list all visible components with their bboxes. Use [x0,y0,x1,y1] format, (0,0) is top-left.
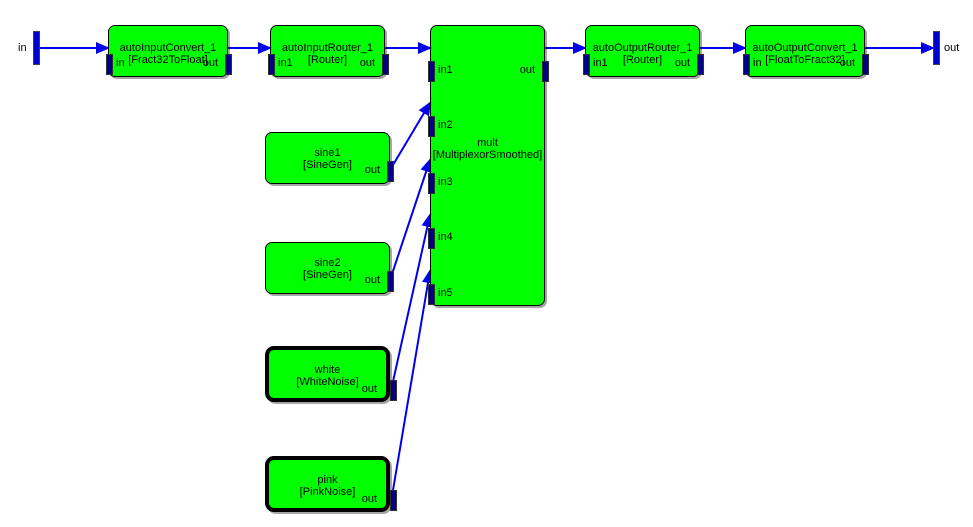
output-port-label: out [839,57,855,69]
block-autoInputConvert_1[interactable]: autoInputConvert_1[Fract32ToFloat]in out [106,25,232,77]
block-title: mult [477,137,498,149]
block-autoOutputRouter_1[interactable]: autoOutputRouter_1[Router] in1 out [583,25,704,77]
block-sine2[interactable]: sine2[SineGen] out [265,242,394,294]
block-type: [Router] [307,54,348,66]
terminal-in[interactable] [33,31,40,65]
block-type: [FloatToFract32] [765,54,845,66]
output-port-label: out [674,57,690,69]
block-autoOutputConvert_1[interactable]: autoOutputConvert_1[FloatToFract32]in out [743,25,869,77]
input-port-in[interactable] [743,54,750,75]
block-sine1[interactable]: sine1[SineGen] out [265,132,394,184]
block-title: autoOutputConvert_1 [752,42,858,54]
block-title: autoOutputRouter_1 [592,42,693,54]
output-port-out[interactable] [387,271,394,292]
output-port-label: out [364,274,380,286]
block-title: sine1 [314,147,341,159]
block-type: [SineGen] [303,159,352,171]
block-mult[interactable]: mult[MultiplexorSmoothed] in1 in2 in3 in4 in5… [428,25,549,306]
input-port-label: in [753,57,762,69]
input-port-in[interactable] [106,54,113,75]
block-autoInputRouter_1[interactable]: autoInputRouter_1[Router] in1 out [268,25,389,77]
output-port-out[interactable] [225,54,232,75]
block-type: [SineGen] [303,269,352,281]
block-type: [MultiplexorSmoothed] [432,149,543,161]
input-port-in1[interactable] [268,54,275,75]
block-title: sine2 [314,257,341,269]
input-port-in2[interactable] [428,116,435,137]
output-port-label: out [361,383,377,395]
output-port-label: out [202,57,218,69]
terminal-label-in: in [18,42,27,54]
connection-wire[interactable] [389,158,432,281]
input-port-label: in5 [438,287,453,299]
terminal-out[interactable] [933,31,940,65]
block-type: [Router] [622,54,663,66]
output-port-out[interactable] [390,490,397,511]
connection-wire[interactable] [391,269,434,497]
block-title: white [314,364,341,376]
output-port-label: out [359,57,375,69]
block-type: [PinkNoise] [299,486,356,498]
output-port-label: out [361,493,377,505]
input-port-label: in2 [438,119,453,131]
output-port-out[interactable] [382,54,389,75]
block-title: autoInputConvert_1 [119,42,217,54]
input-port-label: in4 [438,231,453,243]
input-port-in1[interactable] [583,54,590,75]
input-port-label: in3 [438,176,453,188]
input-port-in4[interactable] [428,228,435,249]
block-pink[interactable]: pink[PinkNoise] out [265,456,397,512]
input-port-label: in1 [593,57,608,69]
terminal-label-out: out [944,42,960,54]
block-type: [Fract32ToFloat] [128,54,208,66]
block-title: autoInputRouter_1 [281,42,374,54]
input-port-in5[interactable] [428,284,435,305]
connection-wire[interactable] [391,213,434,387]
input-port-label: in1 [278,57,293,69]
output-port-out[interactable] [862,54,869,75]
block-title: pink [317,474,338,486]
input-port-label: in [116,57,125,69]
input-port-label: in1 [438,64,453,76]
output-port-out[interactable] [542,61,549,82]
output-port-label: out [364,164,380,176]
connection-wire[interactable] [389,101,432,171]
input-port-in3[interactable] [428,173,435,194]
block-type: [WhiteNoise] [296,376,359,388]
output-port-label: out [519,64,535,76]
input-port-in1[interactable] [428,61,435,82]
block-white[interactable]: white[WhiteNoise]out [265,346,397,402]
output-port-out[interactable] [697,54,704,75]
output-port-out[interactable] [390,380,397,401]
output-port-out[interactable] [387,161,394,182]
